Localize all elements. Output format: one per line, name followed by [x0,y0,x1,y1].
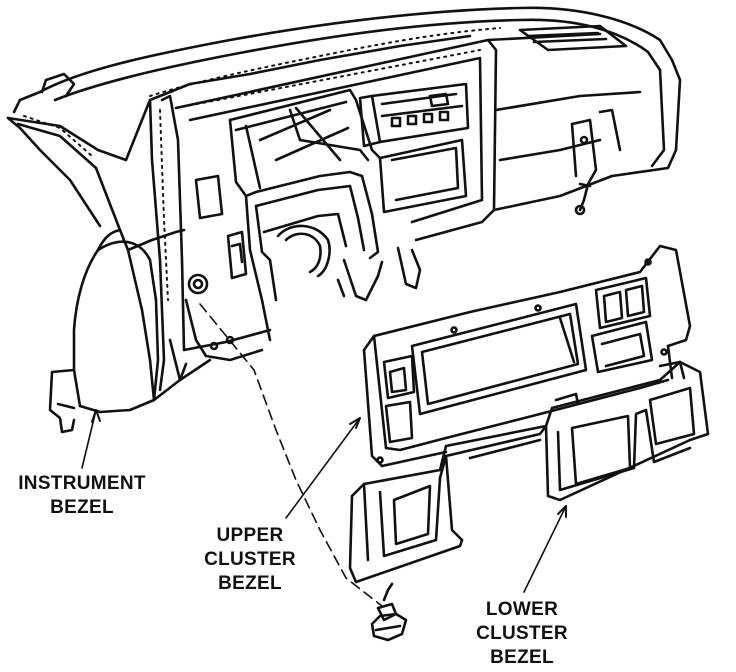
upper-cluster-bezel [362,244,692,468]
lower-cluster-bezel-label-line2: CLUSTER [476,623,568,644]
instrument-panel [6,6,682,434]
mounting-screw [370,582,408,642]
lower-cluster-bezel-label-line3: BEZEL [490,647,554,668]
upper-cluster-bezel-label-line2: CLUSTER [204,549,296,570]
radio-unit [358,82,470,148]
upper-cluster-bezel-label-line3: BEZEL [218,573,282,594]
instrument-bezel-label-line1: INSTRUMENT [18,473,146,494]
instrument-bezel-label: INSTRUMENT BEZEL [8,472,156,520]
lower-cluster-bezel-label-line1: LOWER [485,599,559,620]
upper-cluster-bezel-label-line1: UPPER [216,525,284,546]
instrument-bezel-label-line2: BEZEL [50,497,114,518]
callout-lines [81,303,567,607]
lower-cluster-bezel-label: LOWER CLUSTER BEZEL [470,598,574,670]
upper-cluster-bezel-label: UPPER CLUSTER BEZEL [200,524,300,596]
lower-cluster-bezel [348,360,710,584]
